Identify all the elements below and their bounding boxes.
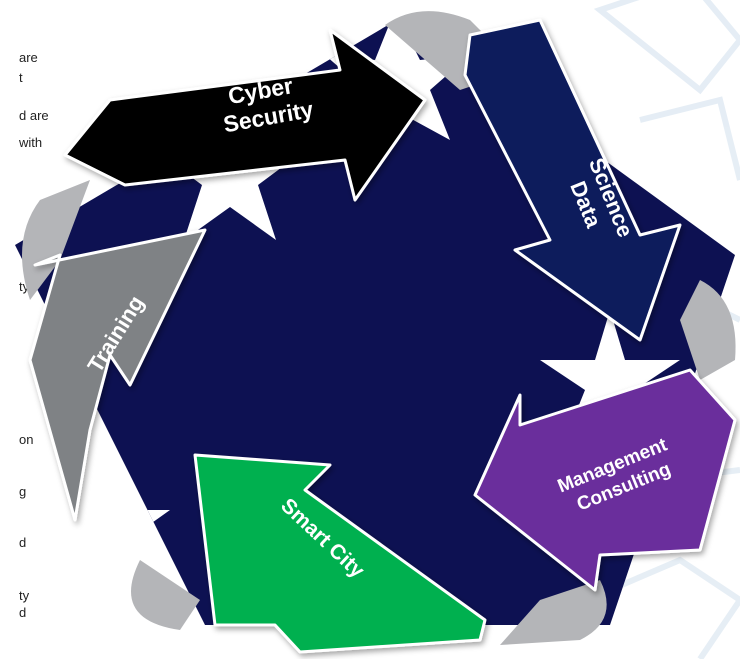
text-fragment: ty bbox=[19, 588, 30, 603]
text-fragment: are bbox=[19, 50, 38, 65]
text-fragment: with bbox=[19, 135, 43, 150]
text-fragment: d bbox=[19, 605, 27, 620]
ribbon-right bbox=[680, 280, 736, 380]
management-consulting-arrow[interactable]: Management Consulting bbox=[473, 368, 737, 592]
data-science-arrow-shape bbox=[463, 18, 682, 342]
cyber-security-arrow[interactable]: Cyber Security bbox=[63, 28, 427, 202]
text-fragment: t bbox=[19, 70, 23, 85]
text-fragment: d bbox=[19, 535, 27, 550]
ribbon-left bbox=[22, 180, 90, 300]
text-fragment: d are bbox=[19, 108, 49, 123]
management-consulting-arrow-shape bbox=[473, 368, 737, 592]
ribbon-bottom-right bbox=[500, 580, 607, 645]
ribbon-bottom-left bbox=[131, 560, 200, 630]
smart-city-arrow-shape bbox=[193, 453, 487, 654]
cyber-security-arrow-shape bbox=[63, 28, 427, 202]
text-fragment: on bbox=[19, 432, 34, 447]
star-shape bbox=[540, 310, 680, 440]
training-arrow-shape bbox=[28, 228, 207, 522]
training-arrow[interactable]: Training bbox=[28, 228, 207, 522]
text-fragment: ty bbox=[19, 279, 30, 294]
text-fragment: g bbox=[19, 484, 27, 499]
